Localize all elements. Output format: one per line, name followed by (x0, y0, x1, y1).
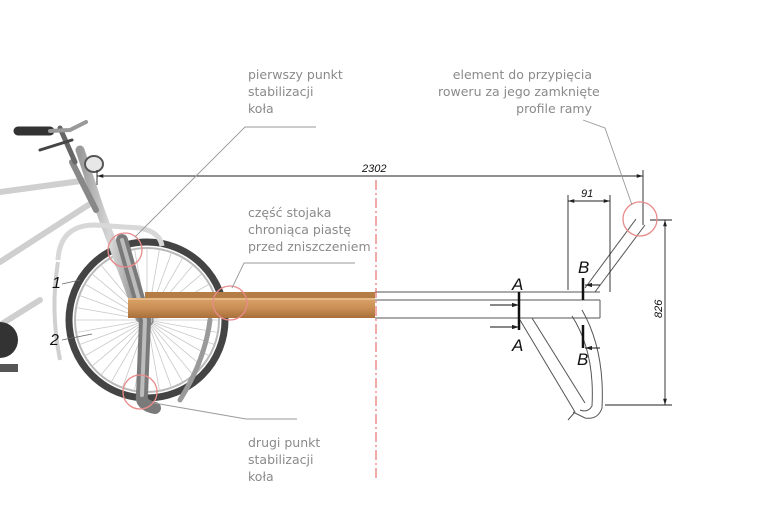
section-b-bottom: B (577, 350, 588, 369)
hub-protection-line-1: część stojaka (248, 205, 332, 220)
highlight-circles (107, 201, 658, 410)
first-point-callout: pierwszy punkt stabilizacji koła (248, 66, 343, 117)
bike-frame (0, 177, 99, 328)
first-point-line-1: pierwszy punkt (248, 67, 343, 82)
section-markers (490, 278, 600, 351)
lock-element-line-2: roweru za jego zamknięte (438, 84, 600, 99)
section-a-top: A (511, 275, 523, 294)
section-b-top: B (578, 258, 589, 277)
wheel-spoke (146, 319, 172, 388)
height-dimension: 826 (653, 299, 665, 318)
wheel-spoke (84, 319, 148, 357)
wheel-spoke (146, 319, 203, 367)
headlight (84, 155, 104, 173)
hub-protection-highlight (212, 285, 248, 321)
first-point-line-2: stabilizacji (248, 84, 314, 99)
lock-element-highlight (622, 201, 658, 237)
wheel-spoke (79, 319, 148, 345)
wooden-beam (128, 292, 375, 318)
length-dimension: 2302 (361, 163, 386, 175)
part-number-1: 1 (52, 275, 61, 292)
lock-element-line-1: element do przypięcia (452, 67, 592, 82)
hub-protection-line-3: przed zniszczeniem (248, 239, 371, 254)
first-point-line-3: koła (248, 101, 274, 116)
second-point-callout: drugi punkt stabilizacji koła (248, 434, 320, 485)
bicycle (0, 120, 229, 402)
leader-lines (134, 119, 633, 420)
section-a-bottom: A (511, 336, 523, 355)
drawing-outline (375, 218, 646, 421)
hub-protection-line-2: chroniąca piastę (248, 222, 352, 237)
mudguard (55, 222, 165, 261)
wheel-spoke (146, 319, 210, 357)
part-number-2: 2 (49, 332, 59, 349)
second-point-highlight (122, 374, 158, 410)
wheel-spoke (76, 319, 148, 333)
wheel-spoke (146, 319, 215, 345)
dimension-lines (96, 170, 672, 406)
second-point-line-2: stabilizacji (248, 452, 314, 467)
hub-protection-callout: część stojaka chroniąca piastę przed zni… (248, 204, 371, 255)
second-point-line-3: koła (248, 469, 274, 484)
width-dimension: 91 (581, 188, 593, 200)
wheel-spoke (91, 319, 148, 367)
lock-element-callout: element do przypięcia roweru za jego zam… (438, 66, 600, 117)
handlebar (13, 120, 88, 152)
crank (0, 322, 18, 372)
first-point-highlight (107, 232, 143, 268)
second-point-line-1: drugi punkt (248, 435, 321, 450)
lock-element-line-3: profile ramy (516, 101, 592, 116)
wheel-spoke (146, 319, 184, 383)
wheel-spoke (146, 319, 194, 376)
